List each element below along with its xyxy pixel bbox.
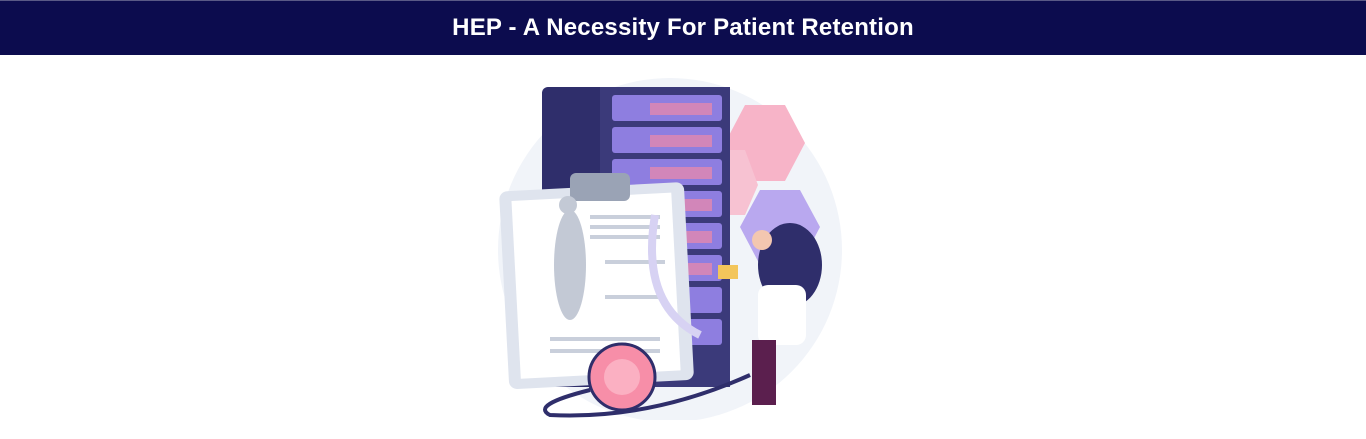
page-header: HEP - A Necessity For Patient Retention bbox=[0, 0, 1366, 55]
page-title: HEP - A Necessity For Patient Retention bbox=[452, 14, 914, 41]
medical-records-server-illustration-icon bbox=[498, 78, 842, 420]
